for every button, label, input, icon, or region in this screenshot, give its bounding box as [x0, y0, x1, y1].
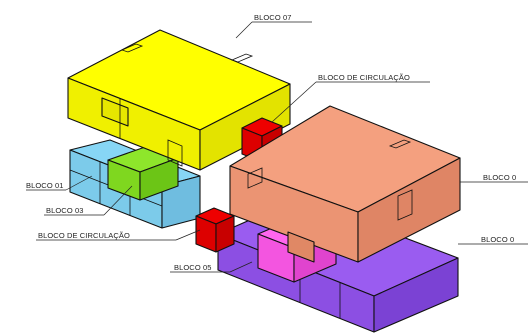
label-bloco-01: BLOCO 01 — [26, 181, 63, 190]
label-bloco-05: BLOCO 05 — [174, 263, 211, 272]
label-bloco-right-lower: BLOCO 0 — [481, 235, 514, 244]
label-bloco-circulacao-bottom: BLOCO DE CIRCULAÇÃO — [38, 231, 130, 240]
label-bloco-circulacao-top: BLOCO DE CIRCULAÇÃO — [318, 73, 410, 82]
label-bloco-03: BLOCO 03 — [46, 206, 83, 215]
label-bloco-right-upper: BLOCO 0 — [483, 173, 516, 182]
label-bloco-07: BLOCO 07 — [254, 13, 291, 22]
red-block-circulacao-bottom — [196, 208, 234, 252]
